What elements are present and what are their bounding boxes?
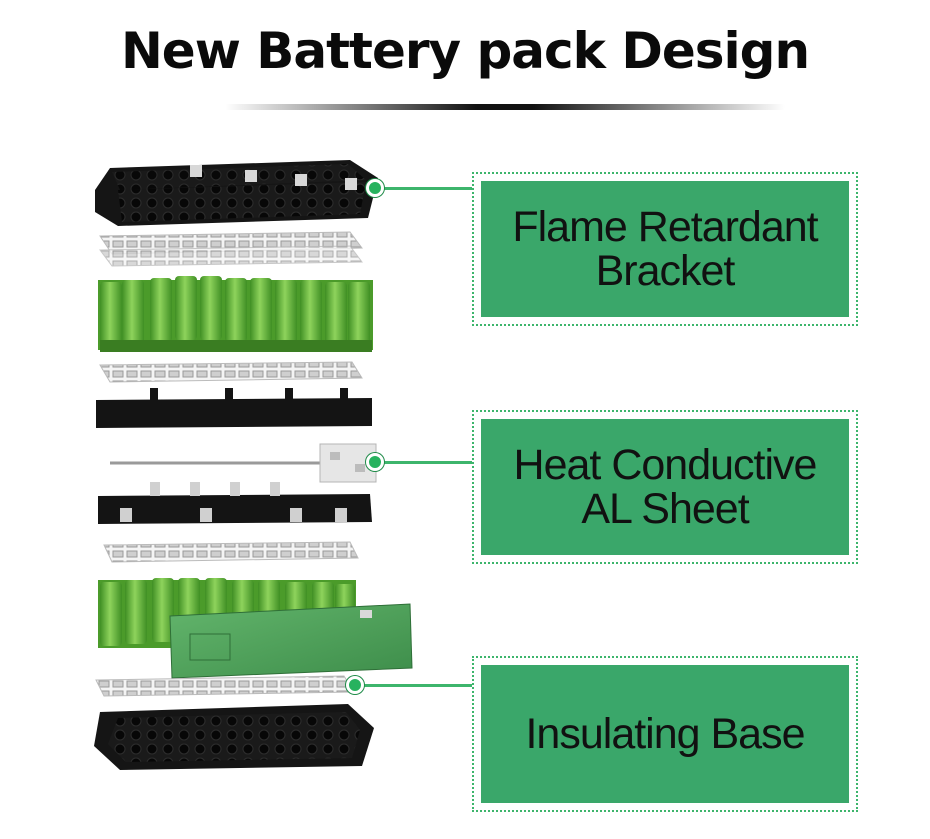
battery-cells-upper bbox=[98, 276, 373, 352]
al-sheet-part bbox=[110, 443, 377, 483]
label-line: Bracket bbox=[595, 247, 736, 295]
pointer-dot-bracket bbox=[366, 179, 384, 197]
middle-bracket-lower bbox=[98, 482, 372, 524]
bms-pcb-board bbox=[169, 603, 413, 679]
nickel-strip-bottom bbox=[95, 675, 355, 697]
label-line: Flame Retardant bbox=[512, 203, 818, 251]
label-flame-retardant-bracket: Flame Retardant Bracket bbox=[472, 172, 858, 326]
label-line: Insulating Base bbox=[525, 710, 805, 758]
connector-line-al-sheet bbox=[384, 461, 474, 464]
label-line: AL Sheet bbox=[581, 485, 749, 533]
middle-bracket-upper bbox=[96, 388, 372, 428]
connector-line-bracket bbox=[382, 187, 474, 190]
nickel-strip-middle-lower bbox=[103, 541, 359, 563]
connector-line-base bbox=[362, 684, 474, 687]
nickel-strip-middle-upper bbox=[99, 361, 363, 383]
label-insulating-base: Insulating Base bbox=[472, 656, 858, 812]
top-bracket-part bbox=[95, 160, 378, 226]
pointer-dot-base bbox=[346, 676, 364, 694]
page-title: New Battery pack Design bbox=[120, 22, 810, 80]
label-line: Heat Conductive bbox=[513, 441, 818, 489]
title-underline bbox=[225, 104, 785, 110]
label-heat-conductive-al-sheet: Heat Conductive AL Sheet bbox=[472, 410, 858, 564]
pointer-dot-al-sheet bbox=[366, 453, 384, 471]
insulating-base-part bbox=[94, 704, 374, 770]
